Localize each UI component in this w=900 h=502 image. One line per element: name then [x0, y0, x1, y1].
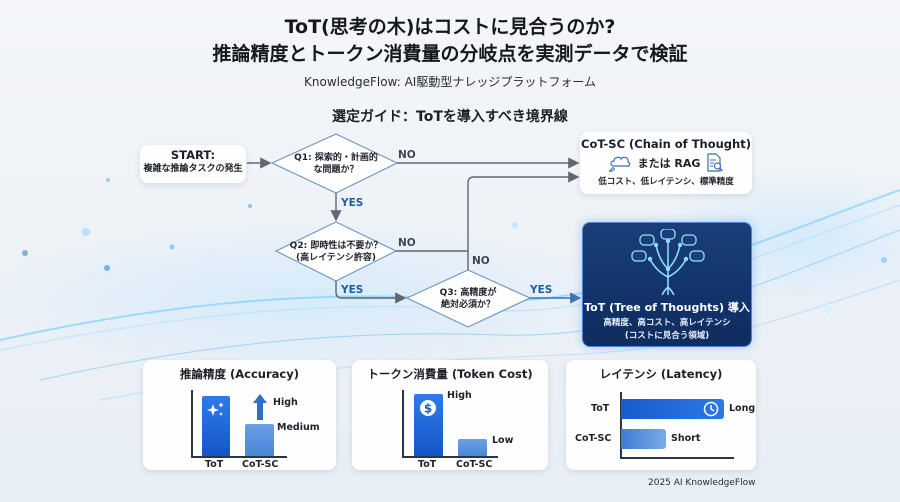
q3-line-2: 絶対必須か？	[440, 300, 495, 310]
start-node: START: 複雑な推論タスクの発生	[140, 145, 246, 183]
title-line-2: 推論精度とトークン消費量の分岐点を実測データで検証	[212, 43, 688, 65]
latency-tot-label: ToT	[591, 403, 610, 414]
token-cost-low-label: Low	[492, 435, 514, 446]
thought-tree-icon	[631, 229, 705, 296]
q2-line-2: (高レイテンシ許容)	[295, 253, 377, 263]
accuracy-medium-label: Medium	[277, 422, 320, 433]
q2-yes-label: YES	[341, 284, 364, 296]
q2-text: Q2: 即時性は不要か？ (高レイテンシ許容)	[282, 240, 390, 264]
cot-result-title: CoT-SC (Chain of Thought)	[581, 137, 751, 151]
token-cost-bar-tot: $	[414, 394, 443, 456]
q2-line-1: Q2: 即時性は不要か？	[289, 241, 383, 251]
latency-y-axis	[620, 392, 622, 458]
token-cost-x-axis	[402, 456, 498, 458]
tot-result-line-1: 高精度、高コスト、高レイテンシ	[603, 318, 731, 328]
token-cost-panel: トークン消費量 (Token Cost) $ High Low ToT CoT-…	[352, 360, 548, 470]
latency-short-label: Short	[671, 433, 701, 444]
q3-text: Q3: 高精度が 絶対必須か？	[416, 287, 520, 311]
latency-bar-cot	[621, 429, 666, 449]
clock-icon	[703, 401, 719, 417]
accuracy-bar-cot	[245, 424, 274, 456]
page-subtitle: KnowledgeFlow: AI駆動型ナレッジプラットフォーム	[304, 75, 596, 89]
accuracy-panel-title: 推論精度 (Accuracy)	[180, 367, 299, 381]
token-cost-high-label: High	[447, 390, 472, 401]
svg-text:$: $	[424, 402, 432, 416]
q1-text: Q1: 探索的・計画的 な問題か？	[282, 152, 390, 176]
flowchart-title: 選定ガイド：ToTを導入すべき境界線	[332, 109, 568, 125]
start-label: START:	[170, 148, 216, 162]
footer-credit: 2025 AI KnowledgeFlow	[648, 478, 756, 488]
tot-result-line-2: (コストに見合う領域)	[624, 331, 710, 341]
latency-panel-title: レイテンシ (Latency)	[599, 367, 723, 381]
q3-yes-label: YES	[530, 284, 553, 296]
latency-long-label: Long	[729, 403, 756, 414]
accuracy-x-axis	[191, 456, 287, 458]
latency-x-axis	[620, 457, 734, 459]
cot-result-middle: または RAG	[637, 157, 701, 170]
q3-line-1: Q3: 高精度が	[439, 288, 497, 298]
latency-bar-tot	[621, 399, 724, 419]
title-line-1: ToT(思考の木)はコストに見合うのか?	[284, 16, 616, 38]
tot-result-box: ToT (Tree of Thoughts) 導入 高精度、高コスト、高レイテン…	[582, 222, 752, 347]
latency-panel: レイテンシ (Latency) ToT CoT-SC Long Short	[566, 360, 756, 470]
arrow-up-icon	[253, 394, 267, 420]
accuracy-high-label: High	[273, 397, 298, 408]
cot-sc-result-box: CoT-SC (Chain of Thought) または RAG 低コスト、低…	[580, 132, 752, 194]
accuracy-panel: 推論精度 (Accuracy) High Medium ToT CoT-SC	[143, 360, 336, 470]
token-cost-tot-label: ToT	[418, 459, 437, 470]
accuracy-bar-tot	[202, 396, 230, 456]
q2-no-label: NO	[398, 237, 416, 249]
accuracy-y-axis	[191, 390, 193, 456]
q3-no-label: NO	[472, 255, 490, 267]
q1-yes-label: YES	[341, 197, 364, 209]
sparkle-icon	[207, 402, 224, 416]
thought-cloud-icon	[608, 156, 630, 172]
tot-result-title: ToT (Tree of Thoughts) 導入	[584, 301, 750, 314]
start-sublabel: 複雑な推論タスクの発生	[143, 164, 243, 174]
dollar-coin-icon: $	[420, 400, 436, 416]
token-cost-y-axis	[402, 390, 404, 456]
cot-result-description: 低コスト、低レイテンシ、標準精度	[598, 177, 734, 187]
token-cost-bar-cot	[458, 439, 487, 456]
token-cost-panel-title: トークン消費量 (Token Cost)	[367, 367, 533, 381]
q1-no-label: NO	[398, 149, 416, 161]
q1-line-2: な問題か？	[313, 165, 359, 175]
page-title: ToT(思考の木)はコストに見合うのか? 推論精度とトークン消費量の分岐点を実測…	[0, 14, 900, 68]
q1-line-1: Q1: 探索的・計画的	[294, 153, 378, 163]
token-cost-cot-label: CoT-SC	[456, 459, 493, 470]
accuracy-tot-label: ToT	[205, 459, 224, 470]
document-search-icon	[707, 153, 724, 172]
accuracy-cot-label: CoT-SC	[242, 459, 279, 470]
latency-cot-label: CoT-SC	[575, 433, 612, 444]
